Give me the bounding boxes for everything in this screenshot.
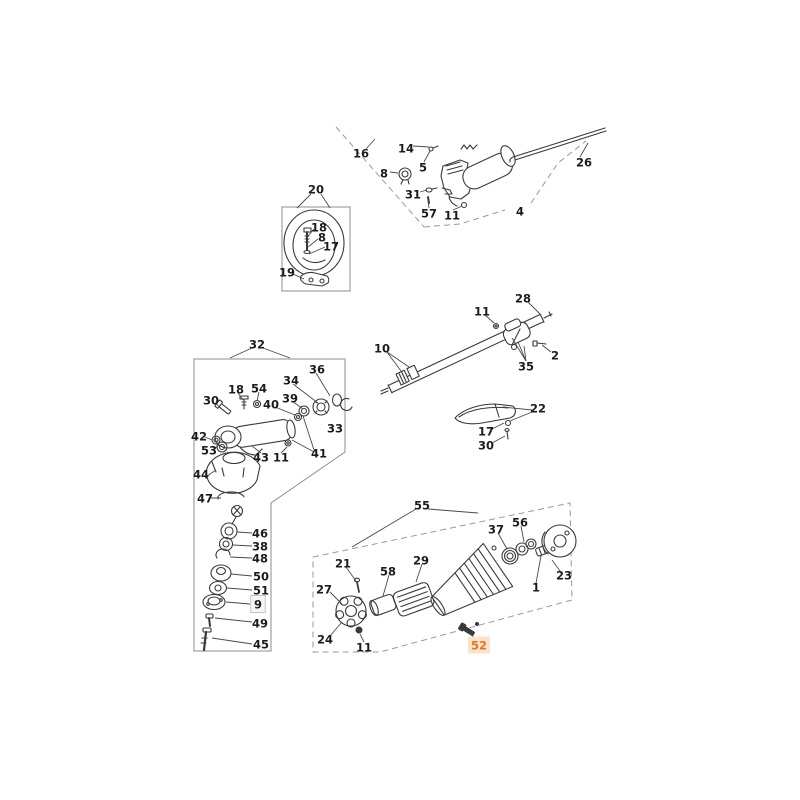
screw-part [428,146,434,152]
part-label-22: 22 [530,402,546,416]
part-label-29: 29 [413,554,429,568]
washer-part [504,419,512,427]
part-label-4: 4 [516,205,524,219]
throttle-cable-rod [509,127,607,163]
part-label-14: 14 [398,142,414,156]
pin-part [427,196,430,204]
part-label-37: 37 [488,523,504,537]
part-label-43: 43 [253,451,269,465]
handle-section-box [281,206,351,292]
part-label-17: 17 [323,240,339,254]
part-label-24: 24 [317,633,333,647]
throttle-section-dashed-boundary [335,126,587,228]
part-label-16: 16 [353,147,369,161]
nut-part [355,626,363,634]
part-label-38: 38 [252,540,268,554]
part-label-34: 34 [283,374,299,388]
bearing-part [220,522,238,540]
part-label-11: 11 [356,641,372,655]
spline-coupling-part [392,582,435,617]
part-label-18: 18 [228,383,244,397]
fan-housing-part [205,451,261,494]
part-label-53: 53 [201,444,217,458]
part-label-51: 51 [253,584,269,598]
nut-part [460,201,468,209]
part-label-49: 49 [252,617,268,631]
clamp-screw-part [532,340,538,347]
part-label-31: 31 [405,188,421,202]
loop-handle-art [283,209,345,287]
part-label-20: 20 [308,183,324,197]
clamp-ring-part [398,167,412,181]
part-label-48: 48 [252,552,268,566]
throttle-assembly-art [398,127,607,209]
clutch-housing-art [335,524,577,636]
part-label-8: 8 [318,231,326,245]
part-label-47: 47 [197,492,213,506]
guard-screw-part [506,430,509,440]
gear-part [312,398,330,416]
part-label-box-9 [250,595,266,613]
clutch-bearing-part [501,547,519,565]
part-label-17: 17 [478,425,494,439]
part-label-26: 26 [576,156,592,170]
part-label-19: 19 [279,266,295,280]
drive-shaft-art [380,311,553,440]
clutch-drum-part [543,524,577,558]
part-label-35: 35 [518,360,534,374]
part-label-45: 45 [253,638,269,652]
section-boxes [193,126,587,653]
part-label-30: 30 [203,394,219,408]
part-label-52: 52 [471,639,487,653]
part-label-27: 27 [316,583,332,597]
flange-wheel-part [335,595,367,627]
part-label-21: 21 [335,557,351,571]
part-label-58: 58 [380,565,396,579]
part-label-box-52 [468,636,490,654]
part-label-41: 41 [311,447,327,461]
part-label-44: 44 [193,468,209,482]
snap-ring-part [340,397,353,411]
part-label-2: 2 [551,349,559,363]
part-label-5: 5 [419,161,427,175]
highlighted-screw-part [458,622,475,636]
part-label-56: 56 [512,516,528,530]
part-label-8: 8 [380,167,388,181]
part-label-50: 50 [253,570,269,584]
guard-part [454,403,516,425]
gasket-ring-part [217,491,245,500]
spring-part [460,144,478,150]
part-label-42: 42 [191,430,207,444]
part-label-36: 36 [309,363,325,377]
part-label-9: 9 [254,598,262,612]
part-label-54: 54 [251,382,267,396]
part-label-40: 40 [263,398,279,412]
spool-cap-part [202,593,226,611]
part-label-11: 11 [273,451,289,465]
part-label-10: 10 [374,342,390,356]
part-label-28: 28 [515,292,531,306]
part-label-46: 46 [252,527,268,541]
shaft-tube-part [387,313,545,394]
part-label-30: 30 [478,439,494,453]
clutch-cone-housing-part [431,542,514,616]
part-label-18: 18 [311,221,327,235]
part-label-23: 23 [556,569,572,583]
gearbox-section-box [193,358,346,652]
part-label-57: 57 [421,207,437,221]
part-label-33: 33 [327,422,343,436]
clutch-section-dashed-box [312,502,573,653]
part-label-32: 32 [249,338,265,352]
part-label-1: 1 [532,581,540,595]
part-label-55: 55 [414,499,430,513]
part-label-39: 39 [282,392,298,406]
part-label-11: 11 [474,305,490,319]
leader-lines [204,138,589,645]
shaft-clamp-part [502,318,531,346]
part-label-11: 11 [444,209,460,223]
